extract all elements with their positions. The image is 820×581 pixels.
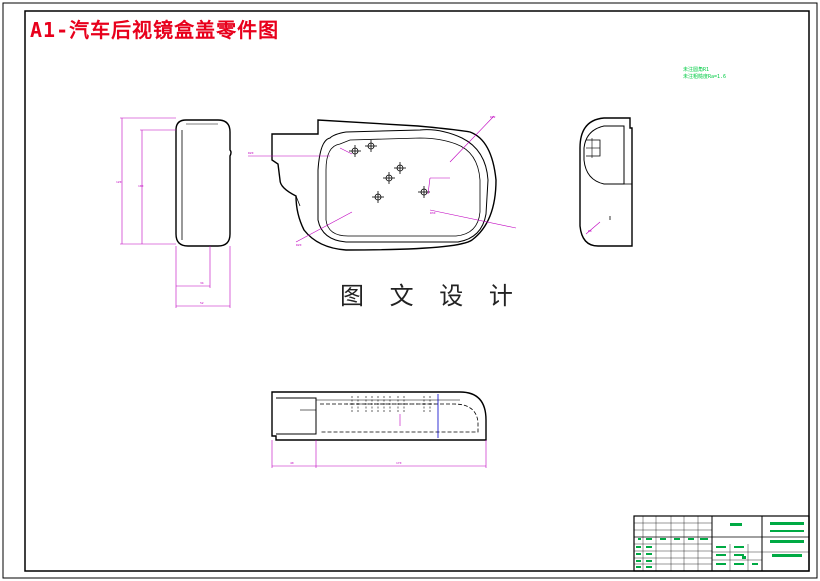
right-side-view: R8 <box>579 117 633 247</box>
bottom-top-view: 40 170 <box>271 391 487 468</box>
inner-frame <box>24 10 810 572</box>
title-block-cell-fills <box>636 522 804 568</box>
svg-text:100: 100 <box>138 184 144 188</box>
svg-text:120: 120 <box>116 180 122 184</box>
svg-text:R8: R8 <box>588 229 592 233</box>
front-view-dimensions <box>248 115 517 243</box>
bottom-view-dimensions <box>271 440 487 468</box>
svg-text:34: 34 <box>200 281 204 285</box>
front-view-holes <box>349 140 430 203</box>
title-block <box>633 515 810 572</box>
svg-text:40: 40 <box>290 461 294 465</box>
svg-text:R20: R20 <box>248 151 254 155</box>
left-side-view: 120 100 34 52 <box>116 117 232 308</box>
svg-text:R30: R30 <box>430 211 436 215</box>
drawing-title: A1-汽车后视镜盒盖零件图 <box>30 18 280 42</box>
technical-note-2: 未注粗糙度Ra=1.6 <box>683 74 727 80</box>
watermark-text: 图 文 设 计 <box>340 282 522 310</box>
front-view: R20 R42 R30 R20 <box>248 115 517 251</box>
svg-text:R42: R42 <box>490 115 496 119</box>
svg-text:R20: R20 <box>296 243 302 247</box>
bottom-view-hidden-bosses <box>346 396 436 412</box>
svg-text:170: 170 <box>396 461 402 465</box>
technical-note-1: 未注圆角R1 <box>683 67 710 73</box>
left-view-dimensions <box>120 117 231 308</box>
svg-text:52: 52 <box>200 301 204 305</box>
